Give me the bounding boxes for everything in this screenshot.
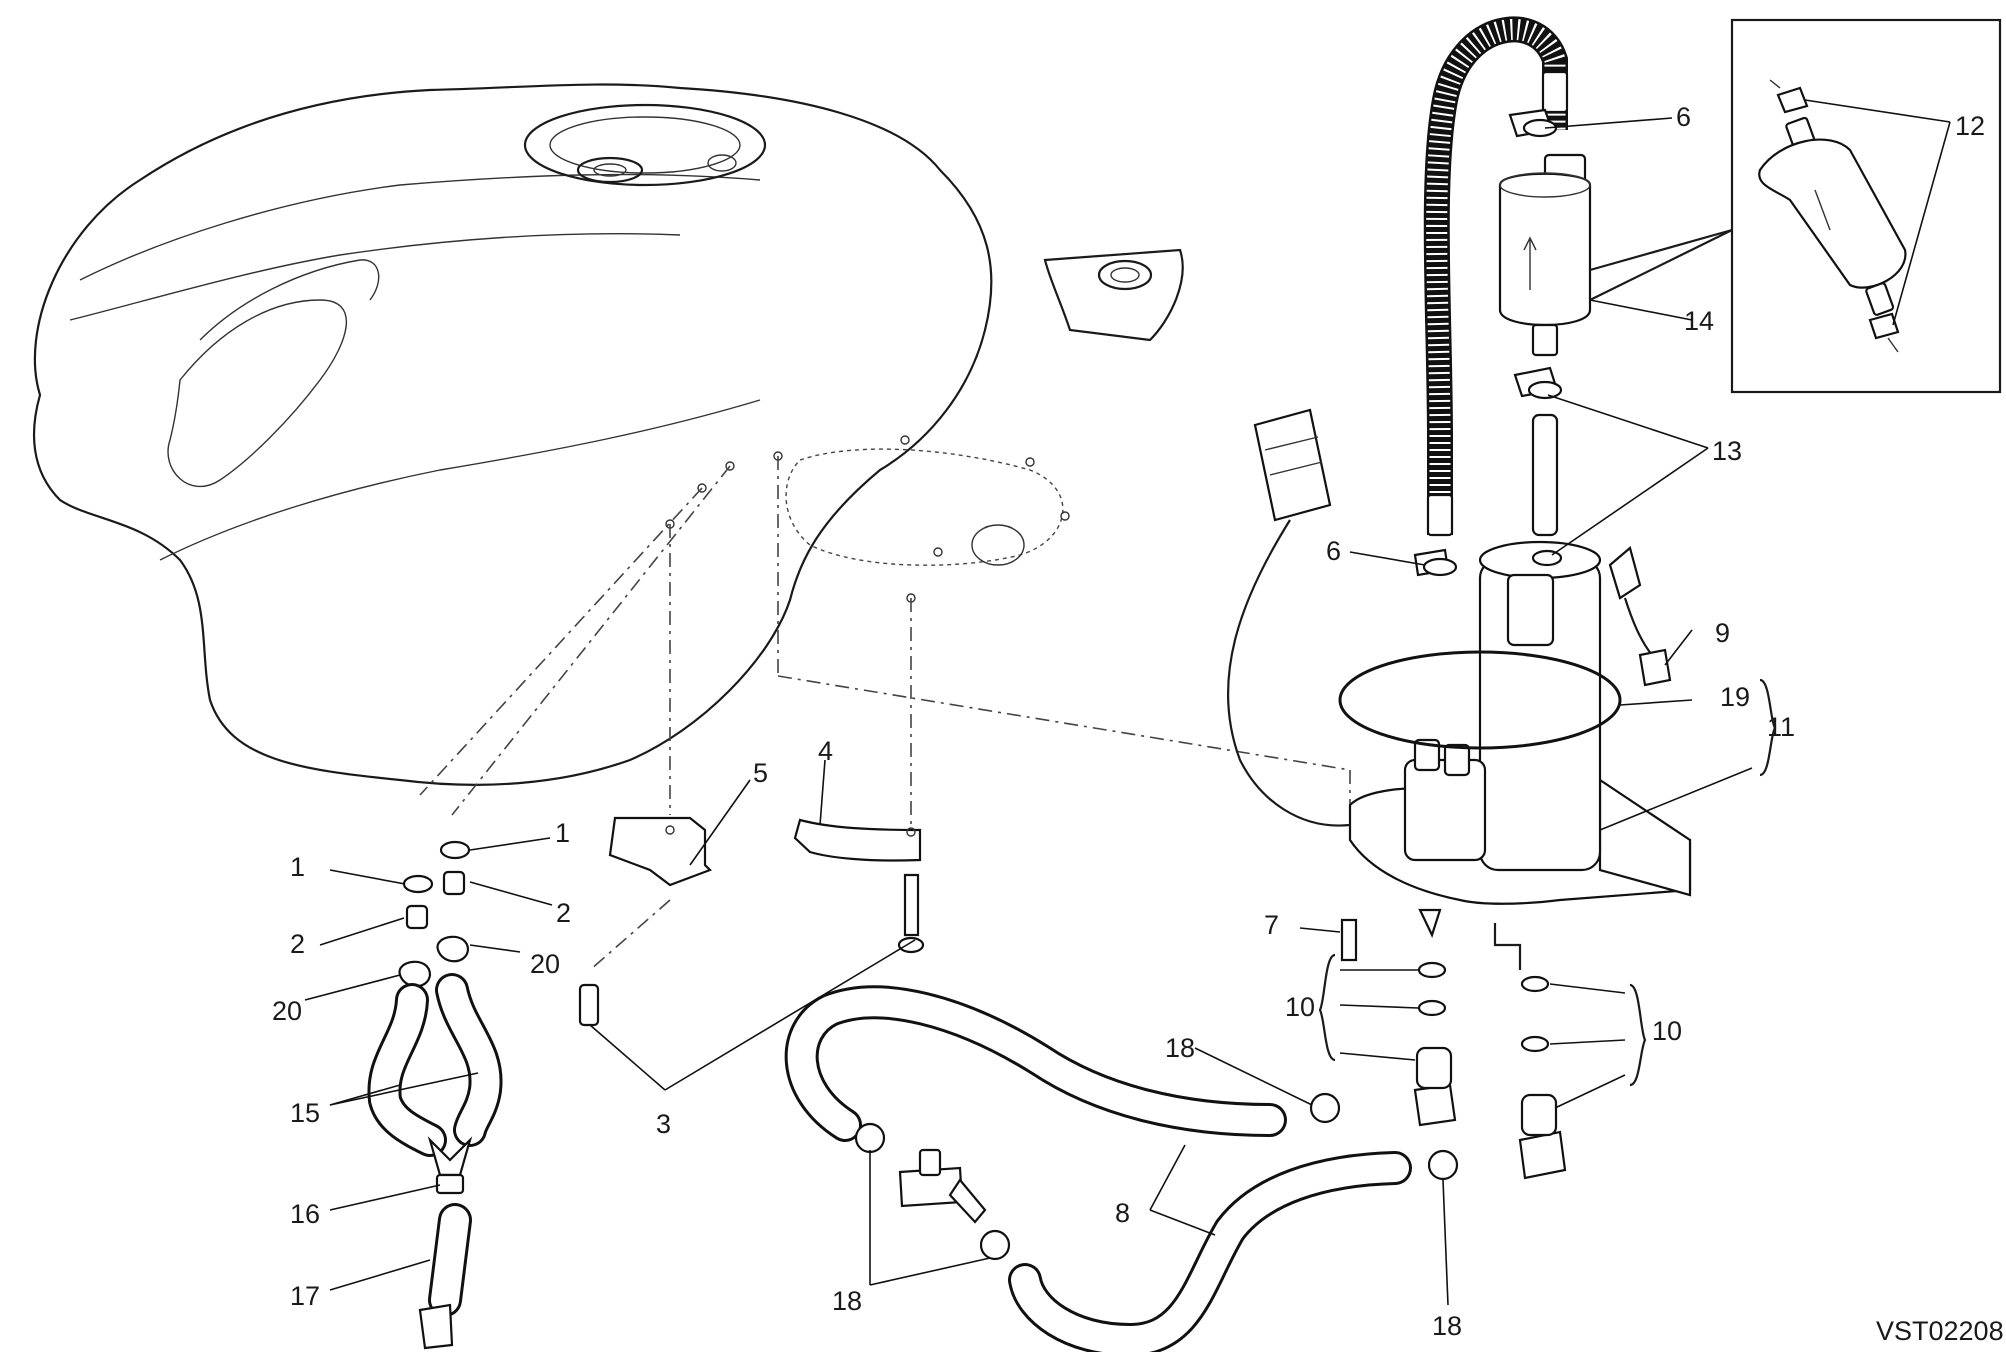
callout-17: 17 (290, 1281, 320, 1311)
fuel-filter-14 (1413, 108, 1592, 577)
callout-18: 18 (832, 1286, 862, 1316)
alignment-lines (419, 456, 1351, 971)
callout-18: 18 (1432, 1311, 1462, 1341)
callout-3: 3 (656, 1109, 671, 1139)
callout-19: 19 (1720, 682, 1750, 712)
callout-15: 15 (290, 1098, 320, 1128)
group-brackets (1318, 678, 1777, 1087)
drawing-code: VST02208 (1876, 1316, 2004, 1346)
callout-6: 6 (1676, 102, 1691, 132)
callout-20: 20 (530, 949, 560, 979)
callout-20: 20 (272, 996, 302, 1026)
pump-connector-wire (1226, 408, 1672, 827)
callout-7: 7 (1264, 910, 1279, 940)
callout-6: 6 (1326, 536, 1341, 566)
callout-18: 18 (1165, 1033, 1195, 1063)
callout-2: 2 (556, 898, 571, 928)
leader-lines (304, 99, 1951, 1306)
fuel-tank (32, 83, 1184, 786)
callout-1: 1 (290, 852, 305, 882)
callout-8: 8 (1115, 1198, 1130, 1228)
callout-5: 5 (753, 758, 768, 788)
callout-16: 16 (290, 1199, 320, 1229)
callout-14: 14 (1684, 306, 1714, 336)
washers-fittings-left (367, 840, 925, 1350)
callout-13: 13 (1712, 436, 1742, 466)
filter-inset-box (1589, 18, 2002, 394)
callout-9: 9 (1715, 618, 1730, 648)
fuel-pump-assembly (1338, 540, 1692, 970)
fuel-tubes-8 (784, 918, 1567, 1357)
callout-10: 10 (1285, 992, 1315, 1022)
callout-11: 11 (1767, 712, 1795, 742)
callout-10: 10 (1652, 1016, 1682, 1046)
callout-labels: 1 1 2 2 3 4 5 6 6 7 8 9 10 10 11 12 13 1… (272, 102, 2004, 1346)
bracket-parts (608, 816, 922, 887)
callout-4: 4 (818, 736, 833, 766)
callout-2: 2 (290, 929, 305, 959)
callout-12: 12 (1955, 111, 1985, 141)
corrugated-hose (1423, 16, 1569, 537)
callout-1: 1 (555, 818, 570, 848)
